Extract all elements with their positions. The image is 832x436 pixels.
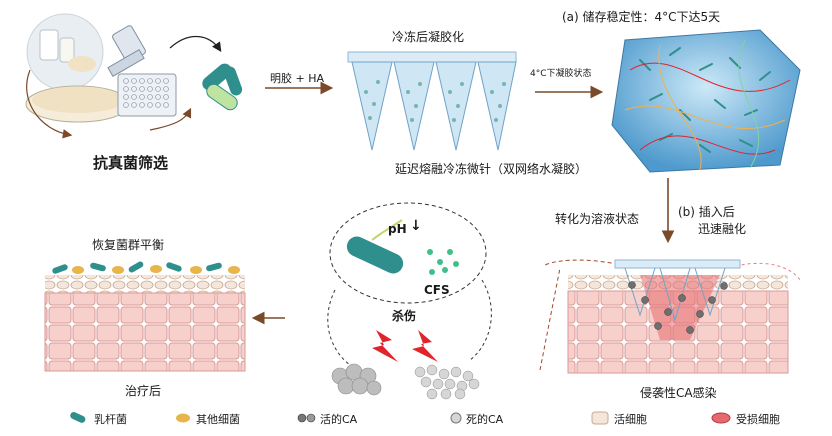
- well-plate-icon: [117, 73, 177, 117]
- restored-tissue: [44, 261, 246, 372]
- dead-ca-icon: [450, 412, 462, 424]
- transition-label: 转化为溶液状态: [555, 212, 640, 226]
- restore-label: 恢复菌群平衡: [92, 238, 165, 252]
- mechanism-panel: [327, 202, 492, 400]
- ph-arrow: ↓: [410, 218, 422, 234]
- lactobacillus-cluster: [202, 63, 243, 111]
- legend-icons: [70, 411, 731, 425]
- after-treatment-label: 治疗后: [125, 384, 162, 398]
- live-cell-icon: [591, 411, 609, 425]
- microneedle-caption: 延迟熔融冷冻微针（双网络水凝胶）: [395, 162, 588, 176]
- legend-label-other-bacteria: 其他细菌: [196, 413, 240, 426]
- arrow1-label: 明胶 + HA: [270, 72, 325, 85]
- kill-bolt-left: [372, 330, 398, 362]
- legend-label-live-ca: 活的CA: [320, 413, 358, 426]
- screening-label: 抗真菌筛选: [93, 154, 169, 172]
- microneedle-array: [347, 51, 517, 151]
- freeze-title: 冷冻后凝胶化: [392, 30, 465, 44]
- dead-ca-cluster-right: [414, 364, 480, 400]
- hydrogel-network-cube: [611, 29, 801, 173]
- cfs-label: CFS: [424, 283, 450, 297]
- pipette-icon: [107, 25, 146, 78]
- other-bacteria-icon: [176, 413, 190, 423]
- legend-label-damaged-cell: 受损细胞: [736, 413, 780, 426]
- stability-label: (a) 储存稳定性：4°C下达5天: [562, 10, 721, 24]
- legend-label-live-cell: 活细胞: [614, 413, 647, 426]
- legend-label-lactobacillus: 乳杆菌: [94, 413, 127, 426]
- lactobacillus-icon: [70, 412, 86, 423]
- insert-label-line1: (b) 插入后: [678, 205, 735, 219]
- live-ca-icon: [297, 413, 316, 423]
- arrow2-label: 4°C下凝胶状态: [530, 69, 592, 79]
- ph-label: pH: [388, 222, 407, 236]
- legend-label-dead-ca: 死的CA: [466, 413, 504, 426]
- dead-ca-cluster-left: [331, 363, 382, 396]
- surface-bacteria: [52, 261, 240, 274]
- kill-bolt-right: [412, 330, 438, 362]
- infection-label: 侵袭性CA感染: [640, 386, 717, 400]
- insert-label-line2: 迅速融化: [698, 222, 747, 236]
- screening-illustration: [25, 13, 222, 139]
- damaged-cell-icon: [711, 412, 731, 424]
- kill-label: 杀伤: [392, 309, 417, 323]
- infected-tissue: [539, 259, 801, 374]
